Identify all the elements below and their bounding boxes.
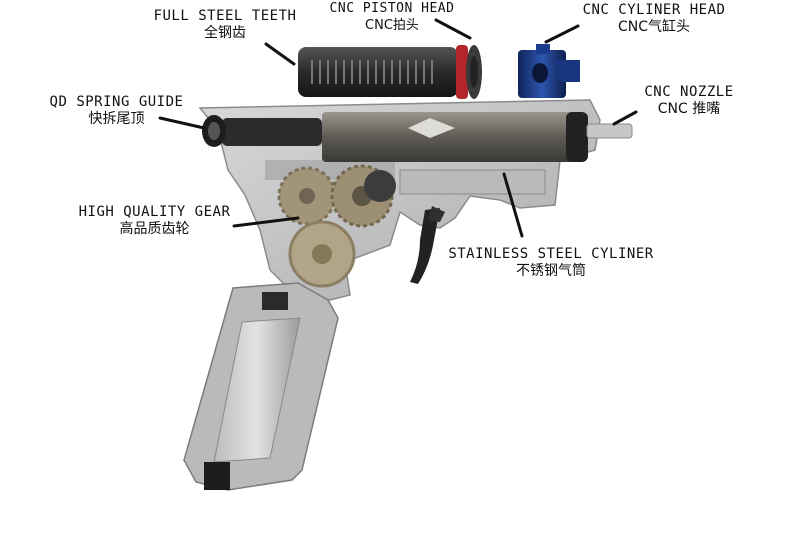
label-high-quality-gear-en: HIGH QUALITY GEAR	[78, 204, 231, 220]
label-cnc-piston-head-zh: CNC拍头	[365, 18, 419, 33]
label-cnc-cylinder-head-zh: CNC气缸头	[617, 19, 691, 35]
cylinder-head	[518, 44, 580, 98]
leader-full-steel-teeth	[264, 42, 296, 66]
leader-lines	[158, 18, 638, 238]
leader-cnc-nozzle	[612, 110, 638, 126]
label-qd-spring-guide-zh: 快拆尾顶	[88, 111, 145, 127]
cylinder	[322, 112, 633, 162]
label-cnc-cylinder-head: CNC CYLINER HEAD CNC气缸头	[570, 2, 738, 36]
trigger	[410, 206, 445, 284]
motor-cage	[183, 282, 339, 491]
label-cnc-piston-head-en: CNC PISTON HEAD	[329, 1, 455, 16]
leader-cnc-piston-head	[434, 18, 472, 40]
label-high-quality-gear: HIGH QUALITY GEAR 高品质齿轮	[72, 204, 237, 238]
label-high-quality-gear-zh: 高品质齿轮	[119, 221, 190, 237]
label-cnc-cylinder-head-en: CNC CYLINER HEAD	[582, 2, 726, 18]
leader-qd-spring-guide	[158, 116, 206, 130]
label-stainless-steel-cylinder-en: STAINLESS STEEL CYLINER	[448, 246, 654, 262]
label-qd-spring-guide-en: QD SPRING GUIDE	[49, 94, 184, 110]
spring-guide	[202, 115, 322, 147]
label-full-steel-teeth-zh: 全钢齿	[204, 25, 246, 41]
label-cnc-piston-head: CNC PISTON HEAD CNC拍头	[312, 0, 472, 34]
leader-cnc-cylinder-head	[544, 24, 580, 44]
leader-stainless-cylinder	[502, 172, 524, 238]
label-stainless-steel-cylinder: STAINLESS STEEL CYLINER 不锈钢气筒	[440, 246, 662, 280]
leader-high-quality-gear	[232, 216, 300, 228]
label-stainless-steel-cylinder-zh: 不锈钢气筒	[516, 263, 586, 279]
label-cnc-nozzle: CNC NOZZLE CNC 推嘴	[634, 84, 744, 118]
gears	[277, 164, 396, 288]
label-full-steel-teeth: FULL STEEL TEETH 全钢齿	[150, 8, 300, 42]
piston	[298, 45, 482, 99]
label-cnc-nozzle-zh: CNC 推嘴	[657, 101, 721, 117]
label-qd-spring-guide: QD SPRING GUIDE 快拆尾顶	[44, 94, 189, 128]
label-full-steel-teeth-en: FULL STEEL TEETH	[153, 8, 297, 24]
label-cnc-nozzle-en: CNC NOZZLE	[644, 84, 734, 100]
